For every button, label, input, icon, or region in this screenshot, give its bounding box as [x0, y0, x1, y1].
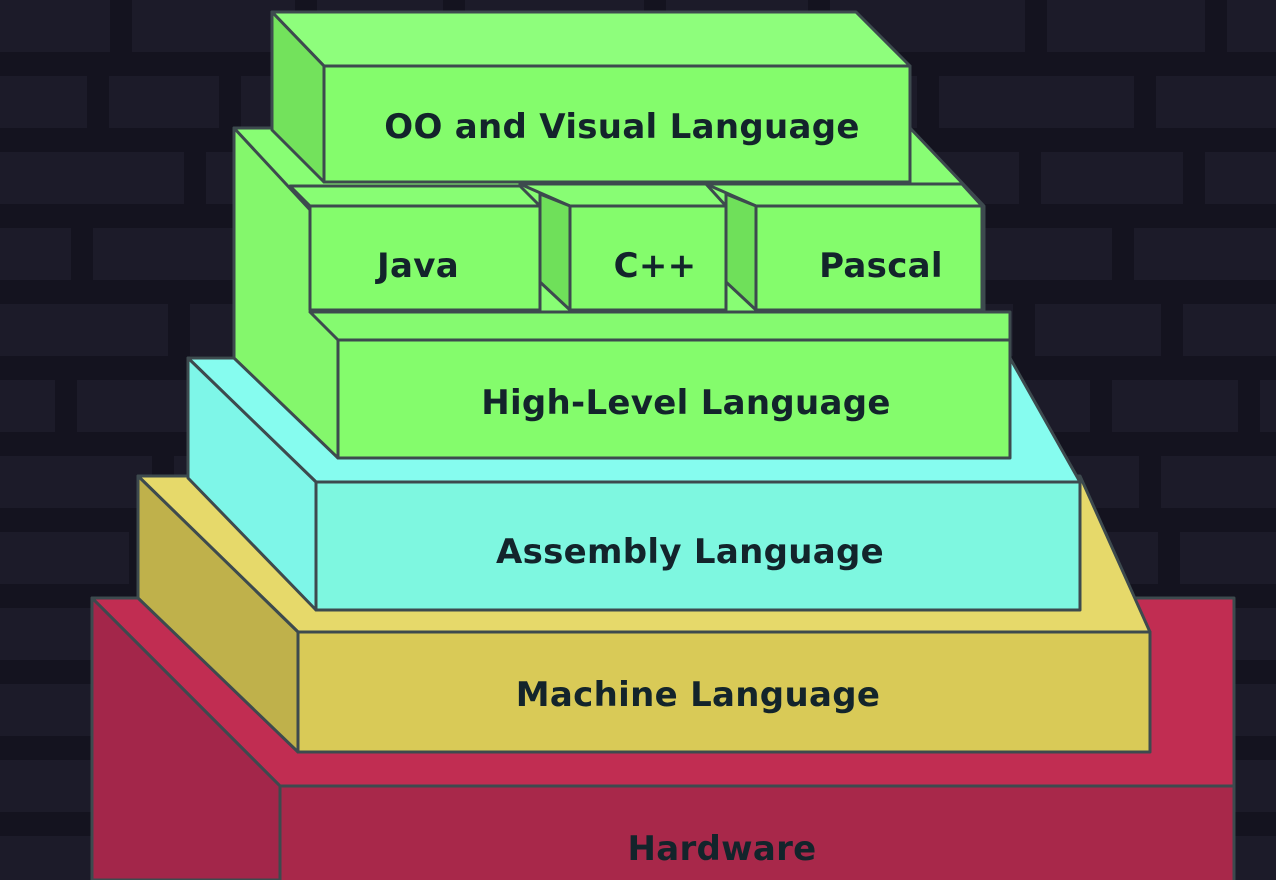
background-brick [109, 76, 219, 128]
background-brick [1180, 532, 1276, 584]
hardware-side [90, 596, 282, 880]
background-brick [0, 152, 184, 204]
background-brick [1183, 304, 1276, 356]
background-brick [0, 456, 152, 508]
background-brick [132, 0, 295, 52]
label-java: Java [375, 246, 459, 286]
label-pascal: Pascal [819, 246, 943, 286]
cpp-front [568, 204, 728, 312]
background-brick [1041, 152, 1183, 204]
java-top [288, 184, 542, 208]
background-brick [1156, 76, 1276, 128]
background-brick [1047, 0, 1205, 52]
background-brick [0, 304, 168, 356]
background-brick [0, 836, 97, 880]
background-brick [1229, 608, 1276, 660]
background-brick [1134, 228, 1276, 280]
label-cpp: C++ [614, 246, 697, 286]
background-brick [1112, 380, 1238, 432]
background-brick [0, 380, 55, 432]
label-oo-visual: OO and Visual Language [384, 107, 860, 147]
background-brick [0, 532, 129, 584]
block-pascal [704, 182, 984, 312]
background-brick [1161, 456, 1276, 508]
background-brick [0, 0, 110, 52]
machine-front [296, 630, 1152, 754]
high-level-step [308, 310, 1012, 342]
high-level-front [336, 338, 1012, 460]
label-assembly: Assembly Language [496, 532, 884, 572]
background-brick [1205, 152, 1276, 204]
background-brick [1227, 0, 1276, 52]
label-hardware: Hardware [627, 829, 816, 869]
oo-visual-top [270, 10, 912, 68]
hardware-front [278, 784, 1236, 880]
pascal-front [754, 204, 984, 312]
background-brick [0, 76, 87, 128]
oo-visual-front [322, 64, 912, 184]
background-brick [0, 228, 71, 280]
background-brick [1260, 380, 1276, 432]
block-oo-visual [270, 10, 912, 184]
assembly-front [314, 480, 1082, 612]
background-brick [1035, 304, 1161, 356]
background-brick [939, 76, 1134, 128]
label-machine: Machine Language [516, 675, 880, 715]
label-high-level: High-Level Language [481, 383, 891, 423]
java-front [308, 204, 542, 312]
